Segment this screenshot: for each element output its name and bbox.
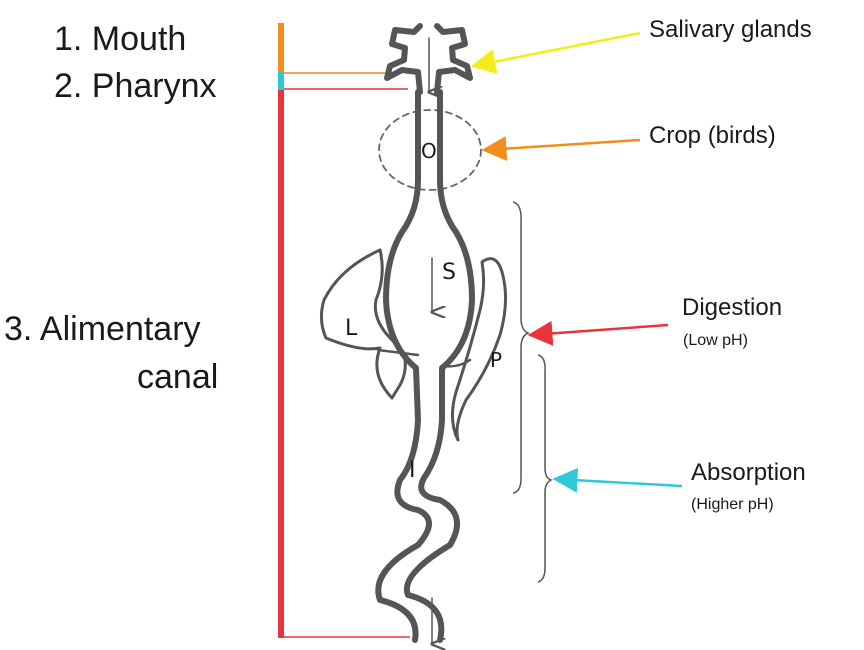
- left-wall: [375, 89, 432, 643]
- mouth-label: 1. Mouth: [54, 20, 187, 58]
- absorption-arrow: [552, 467, 683, 493]
- crop-arrow: [481, 136, 641, 162]
- salivary-arrow: [470, 31, 641, 74]
- absorption-ph-label: (Higher pH): [691, 496, 774, 513]
- liver-outline: [319, 248, 407, 400]
- salivary-glands-label: Salivary glands: [649, 16, 812, 43]
- absorption-bracket: [537, 354, 553, 583]
- crop-label: Crop (birds): [649, 122, 776, 149]
- crop-outline: [378, 109, 482, 191]
- pharynx-label: 2. Pharynx: [54, 67, 217, 105]
- salivary-gland-left: [384, 23, 423, 95]
- pancreas-letter: P: [490, 348, 503, 372]
- digestion-ph-label: (Low pH): [683, 332, 748, 349]
- stomach-letter: S: [442, 260, 456, 285]
- intestine-letter: I: [409, 458, 416, 483]
- digestion-arrow: [527, 320, 669, 346]
- right-wall: [403, 89, 475, 643]
- alimentary-label: 3. Alimentary: [4, 310, 201, 348]
- gut-drawing: [319, 23, 508, 644]
- canal-label: canal: [137, 358, 219, 396]
- absorption-label: Absorption: [691, 459, 806, 486]
- digestion-bracket: [512, 201, 530, 494]
- pancreas-outline: [451, 257, 508, 442]
- pancreas-duct: [442, 358, 472, 368]
- digestion-label: Digestion: [682, 294, 783, 321]
- bile-duct: [376, 348, 420, 357]
- salivary-gland-right: [434, 23, 473, 95]
- liver-letter: L: [345, 316, 358, 341]
- oesophagus-letter: O: [421, 139, 437, 163]
